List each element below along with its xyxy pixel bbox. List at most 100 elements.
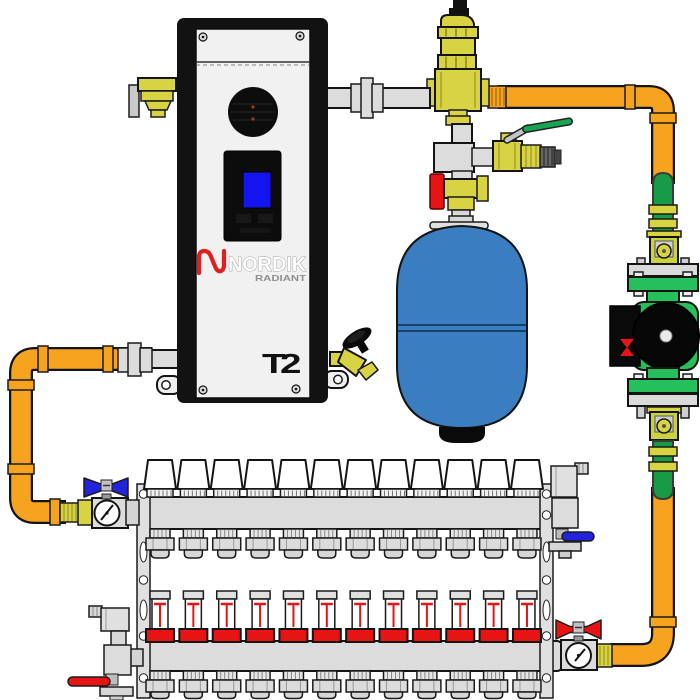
- supply-loop-port: [243, 459, 278, 559]
- loop-connector: [249, 670, 271, 681]
- actuator-cap: [476, 459, 511, 490]
- temperature-gauge: [565, 642, 592, 669]
- return-loop-port: [278, 590, 309, 700]
- pump-flange: [627, 276, 699, 292]
- loop-connector: [449, 670, 471, 681]
- actuator-cap: [209, 459, 244, 490]
- boiler: NORDIK RADIANT T2: [117, 18, 431, 403]
- end-valve-body: [551, 497, 579, 529]
- supply-loop-port: [376, 459, 411, 559]
- return-loop-port: [378, 590, 409, 700]
- supply-loop-port: [209, 459, 244, 559]
- return-loop-port: [245, 590, 276, 700]
- flow-meter-cap: [516, 590, 538, 600]
- display-button[interactable]: [236, 214, 251, 223]
- actuator-cap: [309, 459, 344, 490]
- panel-screws: [198, 31, 305, 395]
- loop-connector: [449, 528, 471, 539]
- coupler-nut: [125, 499, 140, 526]
- separator-body: [434, 68, 482, 112]
- air-vent-body: [550, 465, 578, 498]
- supply-loop-port: [443, 459, 478, 559]
- flow-meter-cap: [182, 590, 205, 600]
- actuator-cap: [509, 459, 544, 490]
- loop-connector: [282, 670, 305, 681]
- flow-meter-collar: [511, 628, 542, 643]
- boiler-drain-valve: [329, 323, 379, 381]
- supply-manifold-bar: [137, 496, 549, 530]
- actuator-cap: [343, 459, 378, 490]
- loop-connector: [316, 528, 338, 539]
- flow-meter-collar: [378, 628, 409, 643]
- boiler-outlet-union: [325, 77, 431, 119]
- display-button[interactable]: [258, 214, 273, 223]
- flow-meter-cap: [416, 590, 438, 600]
- supply-loop-port: [509, 459, 544, 559]
- loop-connector: [349, 670, 371, 681]
- flow-meter-cap: [149, 590, 171, 600]
- flow-meter-cap: [282, 590, 305, 600]
- auto-vent-cap: [453, 0, 467, 10]
- loop-connector: [215, 670, 238, 681]
- flow-meter-collar: [411, 628, 442, 643]
- loop-connector: [249, 528, 271, 539]
- loop-connector: [416, 670, 438, 681]
- boiler-mounting-ears: [156, 370, 349, 395]
- flange-plate: [627, 393, 699, 407]
- red-purge-handle[interactable]: [429, 173, 445, 210]
- tank-seam: [397, 324, 527, 332]
- loop-connector: [516, 670, 538, 681]
- flow-meter-cap: [482, 590, 505, 600]
- pump-shaft-cap: [659, 329, 673, 343]
- actuator-cap: [243, 459, 278, 490]
- flow-meter-collar: [245, 628, 276, 643]
- flow-meter-collar: [211, 628, 242, 643]
- drain-valve-handle[interactable]: [339, 323, 379, 360]
- temperature-gauge: [93, 499, 121, 527]
- flow-meter-collar: [278, 628, 309, 643]
- return-loop-port: [345, 590, 376, 700]
- supply-loop-port: [309, 459, 344, 559]
- supply-shutoff-valve: [59, 477, 140, 529]
- flow-meter-collar: [311, 628, 342, 643]
- supply-loop-port: [143, 459, 177, 559]
- boiler-brand-sub-text: RADIANT: [255, 273, 307, 283]
- circulator-pump: [609, 257, 700, 419]
- loop-connector: [482, 528, 505, 539]
- pump-flange: [627, 378, 699, 394]
- return-loop-port: [511, 590, 542, 700]
- red-drain-lever[interactable]: [67, 676, 111, 687]
- pipe-couplings: [7, 345, 114, 526]
- expansion-tank: [396, 224, 528, 443]
- fill-valve-body: [492, 140, 523, 172]
- fill-drain-tree: [429, 117, 573, 230]
- pump-isolation-valve-upper: [646, 171, 682, 266]
- fill-valve: [492, 117, 573, 172]
- flow-meter-cap: [382, 590, 405, 600]
- supply-loop-port: [476, 459, 511, 559]
- return-manifold-bar: [137, 640, 563, 672]
- air-vent-body: [100, 607, 130, 632]
- supply-manifold-end-vent: [548, 462, 595, 559]
- display-screen[interactable]: [242, 171, 272, 209]
- blue-drain-lever[interactable]: [561, 531, 595, 542]
- actuator-cap: [176, 459, 211, 490]
- loop-connector: [416, 528, 438, 539]
- supply-pipe-left-loop: [7, 345, 152, 526]
- supply-loop-port: [343, 459, 378, 559]
- actuator-cap: [409, 459, 444, 490]
- tank-foot: [439, 427, 485, 443]
- loop-connector: [282, 528, 305, 539]
- green-fill-lever[interactable]: [523, 119, 572, 132]
- flow-meter-cap: [449, 590, 471, 600]
- loop-connector: [316, 670, 338, 681]
- flow-meter-collar: [478, 628, 509, 643]
- flow-meter-cap: [249, 590, 271, 600]
- return-pipe-bottom-right: [595, 487, 677, 668]
- flow-meter-cap: [215, 590, 238, 600]
- pump-isolation-valve-lower: [646, 406, 682, 501]
- return-loop-port: [478, 590, 509, 700]
- actuator-cap: [376, 459, 411, 490]
- boiler-display: [223, 150, 282, 242]
